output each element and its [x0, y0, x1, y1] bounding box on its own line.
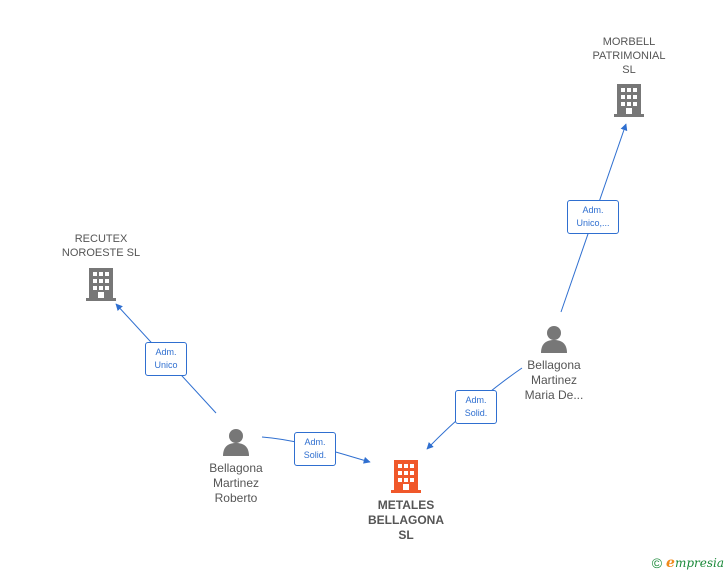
brand-rest: mpresia — [674, 556, 724, 570]
person-icon — [223, 429, 249, 456]
brand-name: empresia — [666, 555, 724, 571]
node-morbell-patrimonial[interactable]: MORBELL PATRIMONIAL SL — [579, 35, 679, 118]
building-icon — [391, 460, 421, 493]
node-person-maria[interactable]: Bellagona Martinez Maria De... — [504, 324, 604, 403]
edge-label-roberto-metales[interactable]: Adm. Solid. — [294, 432, 336, 466]
edge-label-maria-metales[interactable]: Adm. Solid. — [455, 390, 497, 424]
copyright-icon: © — [651, 555, 663, 571]
node-recutex-noroeste[interactable]: RECUTEX NOROESTE SL — [46, 232, 156, 302]
node-label: Bellagona Martinez Roberto — [209, 461, 263, 505]
node-metales-bellagona[interactable]: METALES BELLAGONA SL — [356, 458, 456, 543]
person-icon — [541, 326, 567, 353]
node-label: MORBELL PATRIMONIAL SL — [592, 36, 666, 76]
edge-label-roberto-recutex[interactable]: Adm. Unico — [145, 342, 187, 376]
node-label: RECUTEX NOROESTE SL — [61, 233, 141, 259]
node-person-roberto[interactable]: Bellagona Martinez Roberto — [186, 427, 286, 506]
node-label: METALES BELLAGONA SL — [368, 498, 444, 542]
building-icon — [614, 84, 644, 117]
edge-label-maria-morbell[interactable]: Adm. Unico,... — [567, 200, 619, 234]
empresia-brand: © empresia — [652, 555, 724, 571]
node-label: Bellagona Martinez Maria De... — [524, 358, 584, 402]
brand-initial: e — [666, 555, 675, 571]
building-icon — [86, 268, 116, 301]
